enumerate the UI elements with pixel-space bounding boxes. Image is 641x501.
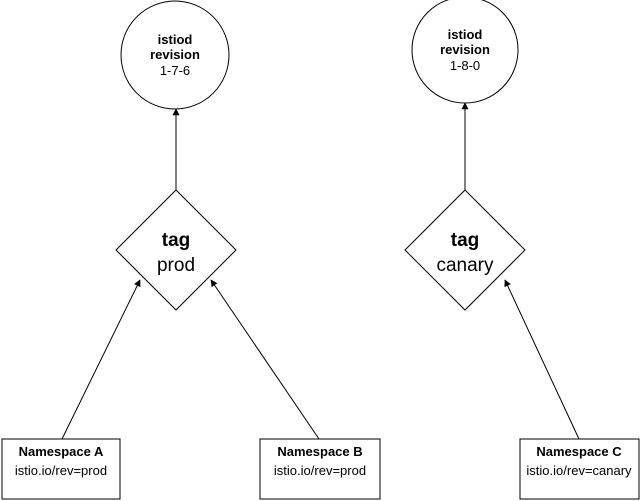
namespace-node-c: Namespace C istio.io/rev=canary <box>519 438 640 500</box>
revision-line2: revision <box>440 42 490 57</box>
revision-line1: istiod <box>448 27 483 42</box>
revision-line1: istiod <box>158 32 193 47</box>
tag-label: tag <box>162 230 191 251</box>
revision-version: 1-8-0 <box>450 58 480 73</box>
tag-name: prod <box>157 255 195 276</box>
revision-line2: revision <box>150 47 200 62</box>
edge-namespace-c-to-tag-canary <box>504 279 580 440</box>
revision-node-1-7-6: istiod revision 1-7-6 <box>120 0 230 110</box>
tag-label: tag <box>451 230 480 251</box>
tag-node-prod: tag prod <box>115 189 237 311</box>
edge-namespace-b-to-tag-prod <box>210 279 320 440</box>
namespace-title: Namespace A <box>19 444 104 459</box>
namespace-label: istio.io/rev=prod <box>274 463 366 478</box>
tag-node-canary: tag canary <box>404 189 526 311</box>
namespace-title: Namespace C <box>536 444 622 459</box>
revision-version: 1-7-6 <box>160 63 190 78</box>
namespace-label: istio.io/rev=canary <box>526 463 632 478</box>
namespace-node-b: Namespace B istio.io/rev=prod <box>259 438 381 500</box>
edge-namespace-a-to-tag-prod <box>61 279 141 440</box>
namespace-label: istio.io/rev=prod <box>15 463 107 478</box>
revision-node-1-8-0: istiod revision 1-8-0 <box>411 0 519 104</box>
namespace-node-a: Namespace A istio.io/rev=prod <box>1 438 121 500</box>
namespace-title: Namespace B <box>277 444 362 459</box>
tag-name: canary <box>436 255 494 276</box>
